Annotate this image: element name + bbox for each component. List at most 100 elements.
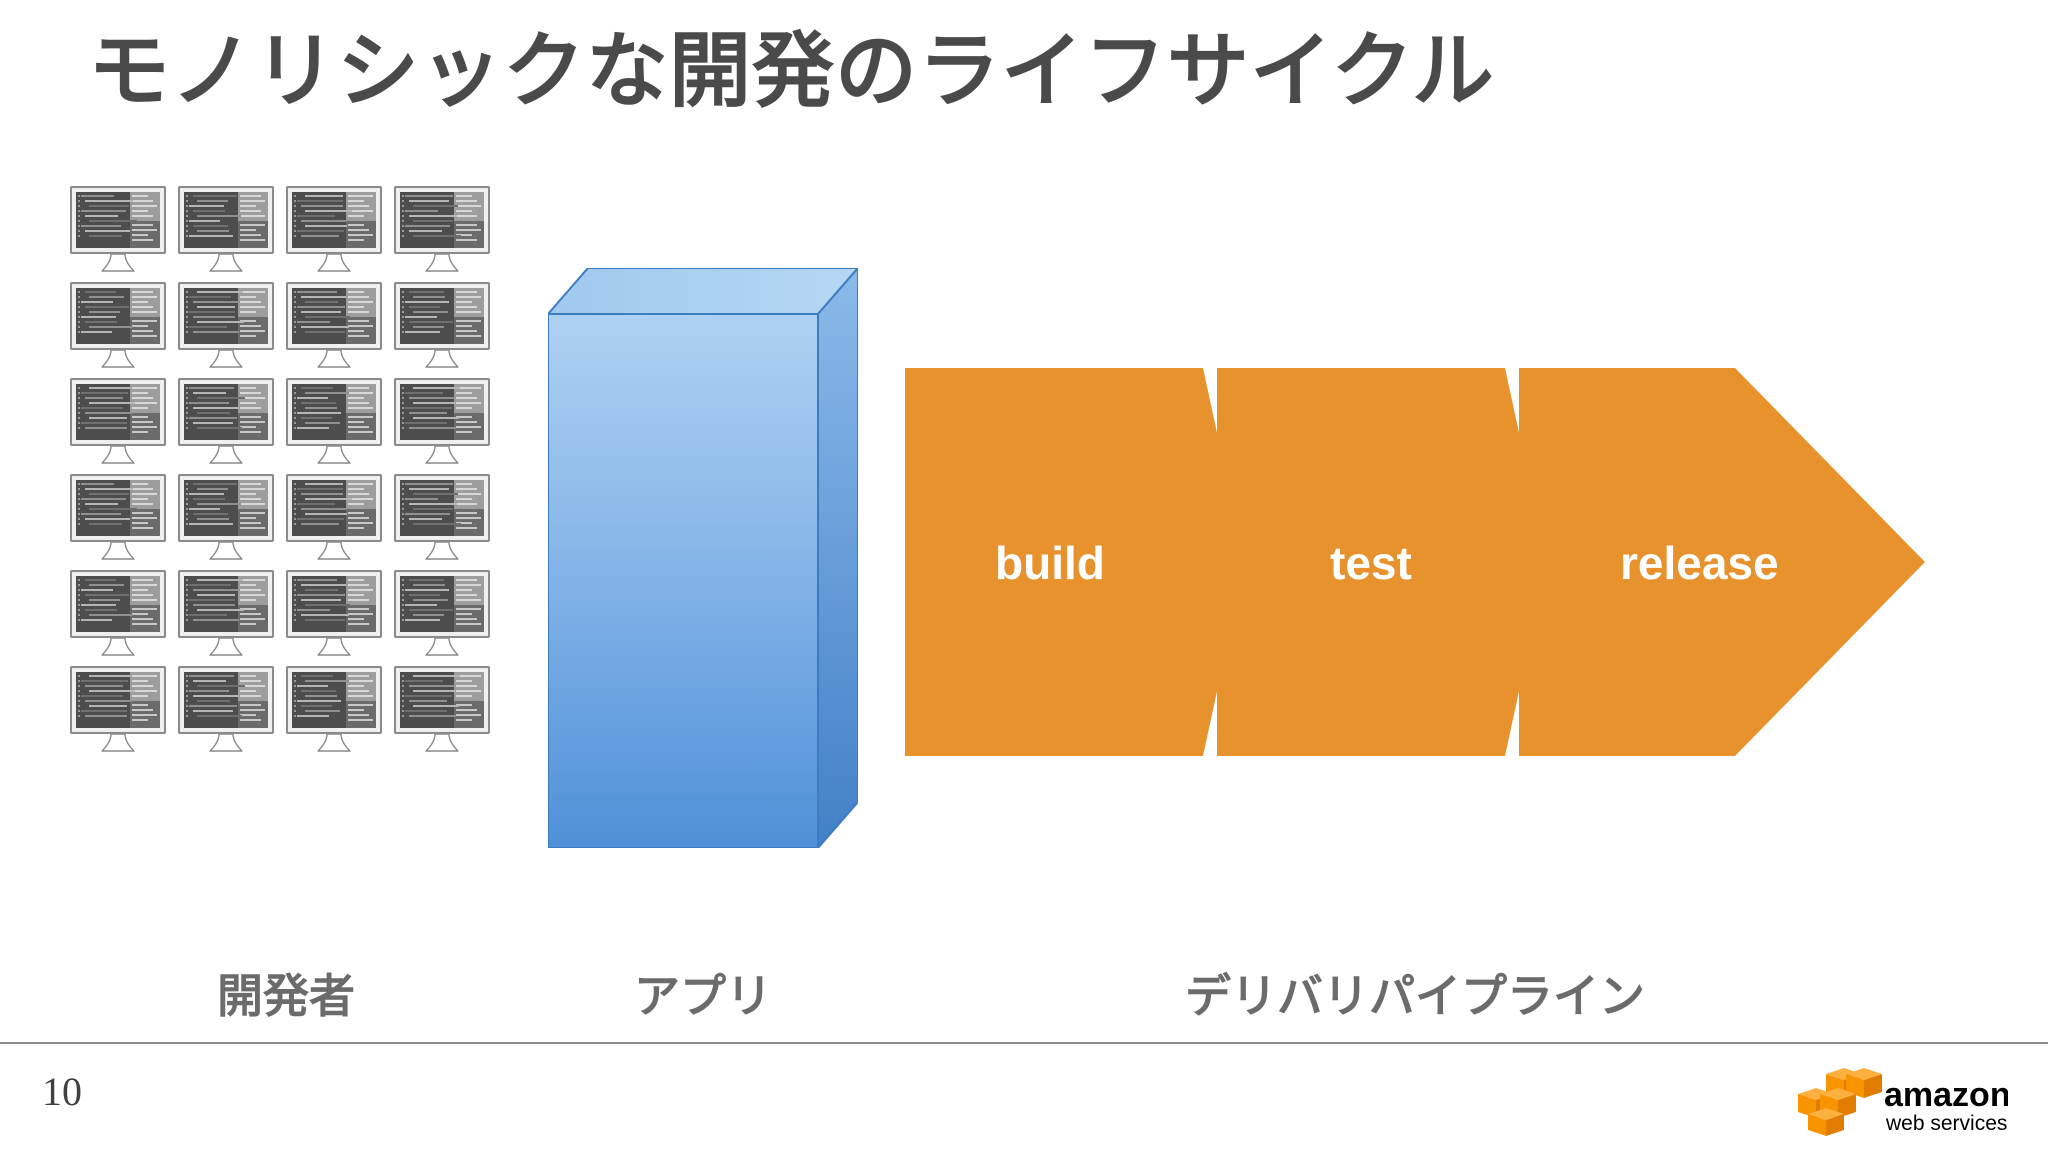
monitor-code-gutter <box>78 291 80 344</box>
monitor-side-line <box>455 431 472 434</box>
monitor-code-line <box>301 493 343 495</box>
monitor-side-line <box>239 335 256 338</box>
monitor-side-pane-bottom <box>345 413 376 440</box>
monitor-side-line <box>131 599 157 601</box>
monitor-side-line <box>131 579 153 581</box>
monitor-bezel <box>70 570 166 638</box>
monitor-screen <box>400 480 484 536</box>
monitor-code-line <box>189 584 231 586</box>
desktop-monitor-icon <box>394 666 494 754</box>
monitor-side-line <box>131 215 153 217</box>
monitor-side-line <box>455 695 472 697</box>
monitor-side-line <box>455 392 472 394</box>
monitor-side-line <box>131 613 148 616</box>
monitor-code-line <box>409 412 447 414</box>
monitor-side-line <box>455 709 477 712</box>
monitor-code-line <box>413 311 449 313</box>
monitor-code-line <box>81 331 113 333</box>
monitor-side-line <box>239 397 265 399</box>
desktop-monitor-icon <box>286 186 386 274</box>
desktop-monitor-icon <box>286 570 386 658</box>
monitor-screen <box>76 480 160 536</box>
monitor-stand <box>100 446 136 464</box>
monitor-side-line <box>239 704 261 707</box>
monitor-code-line <box>193 407 239 409</box>
monitor-side-line <box>239 709 265 712</box>
monitor-stand <box>100 350 136 368</box>
monitor-code-line <box>305 680 350 682</box>
monitor-code-gutter <box>402 387 404 440</box>
monitor-side-line <box>131 234 148 237</box>
monitor-code-line <box>197 427 243 429</box>
pipeline-stage-label-test: test <box>1330 537 1412 589</box>
monitor-code-line <box>193 710 233 712</box>
monitor-side-line <box>455 517 481 520</box>
monitor-side-line <box>347 675 369 677</box>
monitor-side-line <box>455 306 477 308</box>
monitor-side-line <box>131 608 157 611</box>
monitor-code-line <box>409 291 445 293</box>
monitor-side-line <box>239 584 256 586</box>
monitor-stand <box>316 734 352 752</box>
monitor-code-line <box>197 291 244 293</box>
monitor-code-line <box>409 488 449 490</box>
monitor-side-line <box>455 387 481 389</box>
monitor-side-line <box>239 618 265 621</box>
monitor-side-pane-bottom <box>453 509 484 536</box>
monitor-side-pane <box>129 288 160 344</box>
monitor-code-line <box>301 205 343 207</box>
monitor-side-line <box>239 239 265 242</box>
monitor-code-line <box>189 614 227 616</box>
monitor-code-pane <box>184 576 245 632</box>
monitor-side-line <box>455 618 477 621</box>
monitor-side-line <box>131 229 157 232</box>
monitor-code-line <box>197 503 242 505</box>
monitor-side-line <box>455 195 472 197</box>
monitor-code-line <box>193 301 241 303</box>
monitor-side-line <box>131 493 157 495</box>
monitor-code-pane <box>400 288 454 344</box>
monitor-code-line <box>413 235 462 237</box>
monitor-side-line <box>347 431 373 434</box>
monitor-code-line <box>85 412 133 414</box>
monitor-side-line <box>239 690 256 692</box>
monitor-side-line <box>239 291 265 293</box>
monitor-stand <box>424 254 460 272</box>
desktop-monitor-icon <box>286 474 386 562</box>
monitor-code-line <box>405 225 451 227</box>
monitor-side-line <box>131 205 157 207</box>
desktop-monitor-icon <box>394 570 494 658</box>
monitor-screen <box>400 576 484 632</box>
monitor-side-line <box>455 589 472 591</box>
desktop-monitor-icon <box>178 570 278 658</box>
monitor-side-line <box>131 704 148 707</box>
monitor-code-line <box>89 326 134 328</box>
monitor-bezel <box>178 570 274 638</box>
monitor-screen <box>184 288 268 344</box>
monitor-code-line <box>409 609 454 611</box>
monitor-code-line <box>413 614 445 616</box>
monitor-code-line <box>413 296 446 298</box>
monitor-side-line <box>347 234 373 237</box>
monitor-side-pane-bottom <box>237 221 268 248</box>
monitor-code-gutter <box>186 579 188 632</box>
monitor-code-line <box>85 321 118 323</box>
monitor-bezel <box>286 186 382 254</box>
monitor-code-line <box>405 695 453 697</box>
monitor-side-line <box>455 623 481 626</box>
monitor-side-line <box>239 426 256 429</box>
monitor-code-gutter <box>294 675 296 728</box>
monitor-code-line <box>89 493 129 495</box>
monitor-side-line <box>131 407 148 409</box>
monitor-side-line <box>239 407 261 409</box>
monitor-bezel <box>70 666 166 734</box>
monitor-code-line <box>89 205 129 207</box>
monitor-side-pane <box>237 672 268 728</box>
monitor-code-line <box>193 695 239 697</box>
monitor-side-pane <box>129 192 160 248</box>
monitor-side-pane-top <box>345 480 376 510</box>
monitor-code-line <box>409 518 443 520</box>
monitor-code-line <box>189 493 225 495</box>
monitor-side-line <box>239 215 265 217</box>
monitor-code-line <box>301 417 333 419</box>
